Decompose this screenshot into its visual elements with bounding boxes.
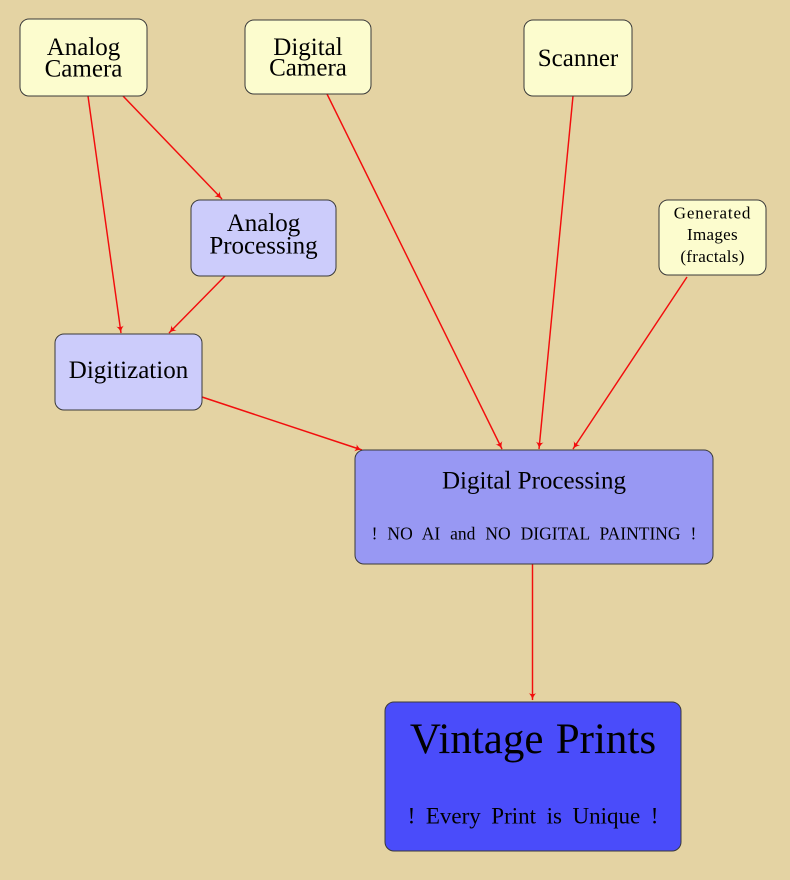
svg-text:Images: Images <box>687 225 738 244</box>
svg-text:! Every Print is Unique !: ! Every Print is Unique ! <box>408 804 659 829</box>
svg-text:Analog: Analog <box>227 210 301 237</box>
svg-text:Generated: Generated <box>674 203 752 222</box>
svg-text:! NO AI and NO DIGITAL PAINTIN: ! NO AI and NO DIGITAL PAINTING ! <box>372 523 697 543</box>
svg-text:(fractals): (fractals) <box>680 247 744 266</box>
svg-text:Vintage Prints: Vintage Prints <box>410 716 656 763</box>
svg-text:Digitization: Digitization <box>69 357 189 384</box>
svg-text:Digital: Digital <box>273 34 342 61</box>
svg-text:Digital Processing: Digital Processing <box>442 468 627 495</box>
svg-text:Analog: Analog <box>47 34 121 61</box>
svg-text:Camera: Camera <box>45 56 123 83</box>
svg-text:Processing: Processing <box>209 233 318 260</box>
svg-text:Camera: Camera <box>269 55 347 82</box>
svg-text:Scanner: Scanner <box>538 45 619 72</box>
